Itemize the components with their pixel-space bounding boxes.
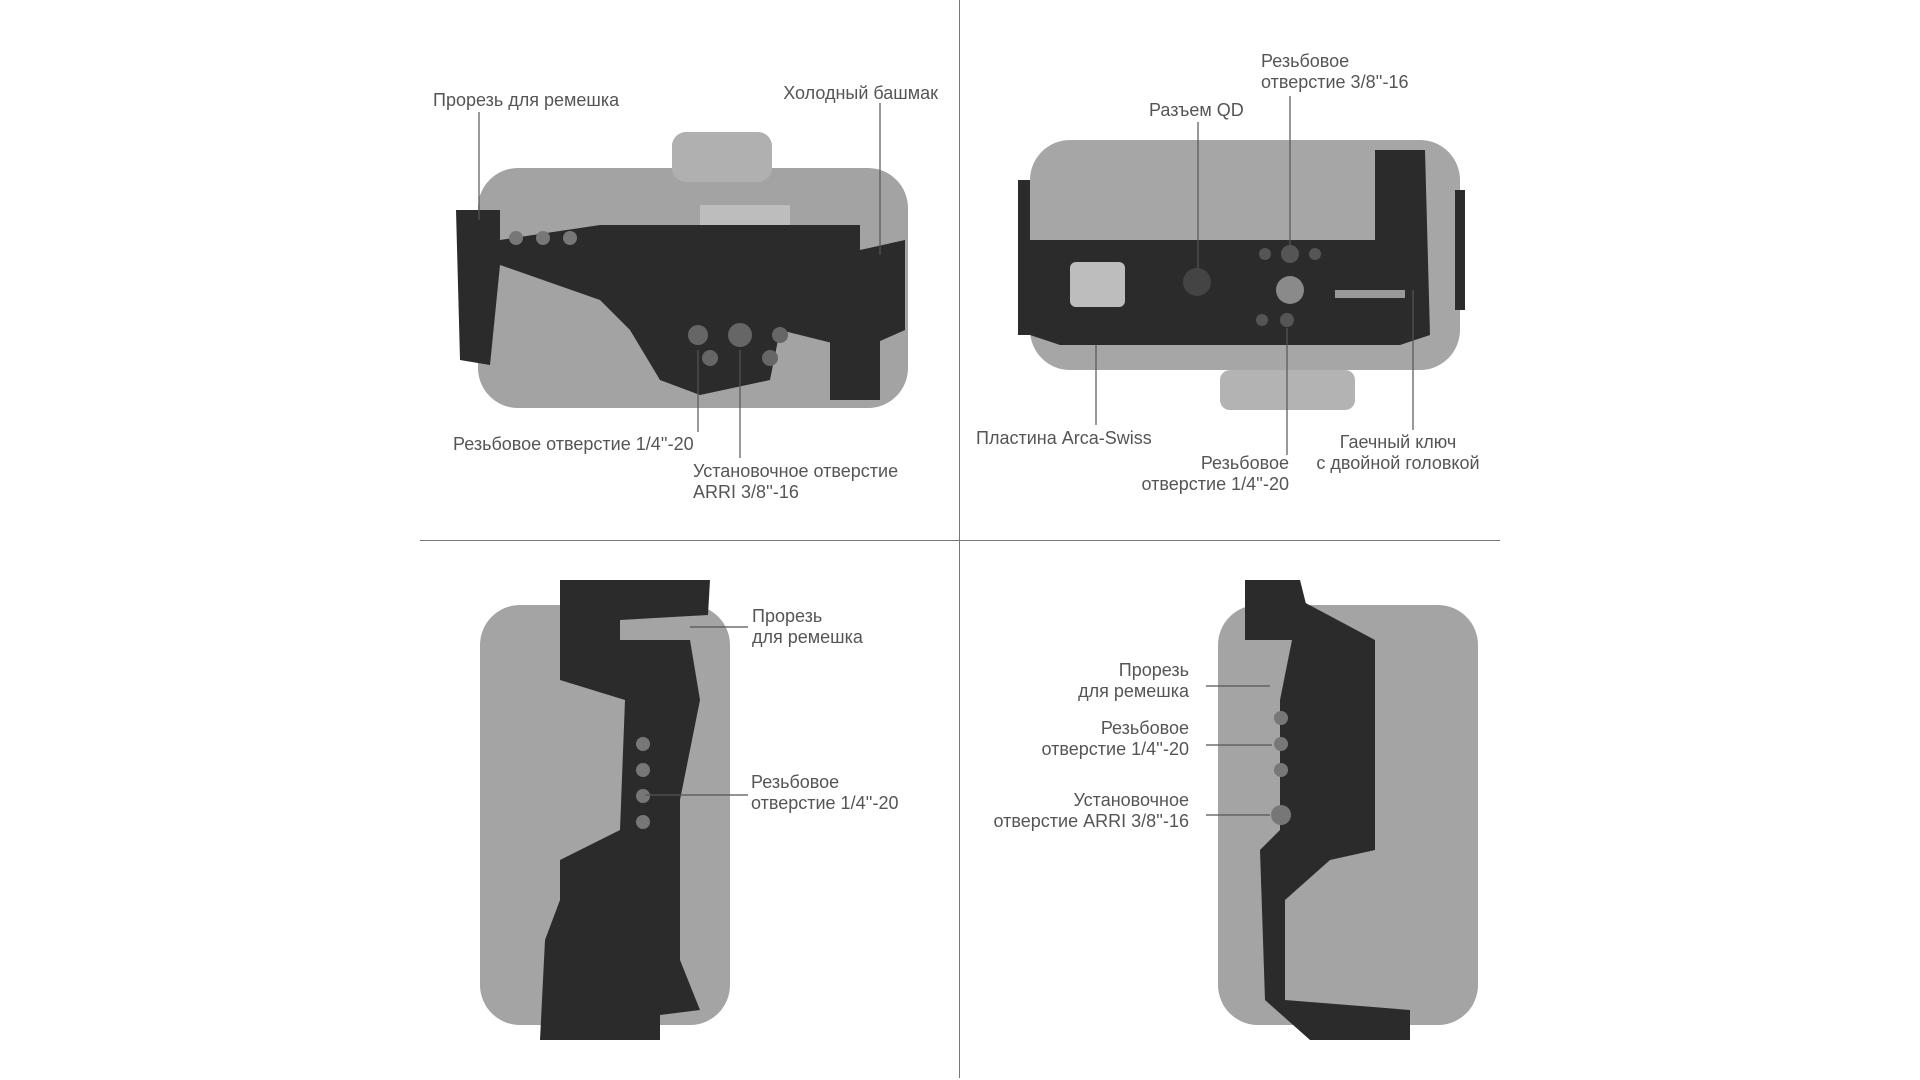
label-line: Резьбовое (751, 772, 840, 792)
label-line: с двойной головкой (1316, 453, 1480, 473)
label-arri-mount: Установочное отверстие ARRI 3/8''-16 (693, 461, 898, 503)
label-line: отверстие ARRI 3/8''-16 (993, 811, 1189, 831)
leader-lines-top-right (1095, 96, 1414, 455)
label-line: отверстие 1/4''-20 (1141, 474, 1289, 494)
label-thread-1-4: Резьбовое отверстие 1/4''-20 (453, 434, 694, 454)
leader-lines-bottom-right (1206, 685, 1272, 816)
camera-top-view (456, 132, 908, 408)
label-line: Установочное отверстие (693, 461, 899, 481)
label-strap-slot-side: Прорезь для ремешка (752, 606, 863, 648)
label-line: ARRI 3/8''-16 (693, 482, 799, 502)
label-line: Установочное (1073, 790, 1189, 810)
vertical-divider (959, 0, 960, 1078)
label-arri-right: Установочное отверстие ARRI 3/8''-16 (994, 790, 1189, 832)
leader-lines-bottom-left (645, 626, 748, 796)
label-thread-3-8: Резьбовое отверстие 3/8''-16 (1261, 51, 1408, 93)
label-line: отверстие 1/4''-20 (1041, 739, 1189, 759)
label-cold-shoe: Холодный башмак (783, 83, 938, 103)
camera-side-view-right (1218, 580, 1478, 1040)
label-thread-right: Резьбовое отверстие 1/4''-20 (1042, 718, 1189, 760)
horizontal-divider (420, 540, 1500, 541)
label-qd-socket: Разъем QD (1149, 100, 1244, 120)
label-line: Резьбовое (1200, 453, 1289, 473)
label-double-wrench: Гаечный ключ с двойной головкой (1303, 432, 1493, 474)
label-line: Гаечный ключ (1339, 432, 1457, 452)
label-thread-side: Резьбовое отверстие 1/4''-20 (751, 772, 898, 814)
label-line: Прорезь (752, 606, 823, 626)
label-line: Резьбовое (1261, 51, 1350, 71)
label-line: Прорезь (1118, 660, 1189, 680)
label-strap-slot: Прорезь для ремешка (433, 90, 620, 110)
camera-bottom-view (1018, 140, 1465, 410)
leader-lines-top-left (478, 103, 881, 458)
label-arca-plate: Пластина Arca-Swiss (976, 428, 1152, 448)
label-line: для ремешка (752, 627, 863, 647)
label-line: Резьбовое (1100, 718, 1189, 738)
label-strap-slot-right: Прорезь для ремешка (1078, 660, 1189, 702)
label-line: отверстие 3/8''-16 (1261, 72, 1409, 92)
camera-side-view-left (480, 580, 730, 1040)
label-line: отверстие 1/4''-20 (751, 793, 899, 813)
label-thread-1-4-bottom: Резьбовое отверстие 1/4''-20 (1142, 453, 1289, 495)
label-line: для ремешка (1078, 681, 1189, 701)
